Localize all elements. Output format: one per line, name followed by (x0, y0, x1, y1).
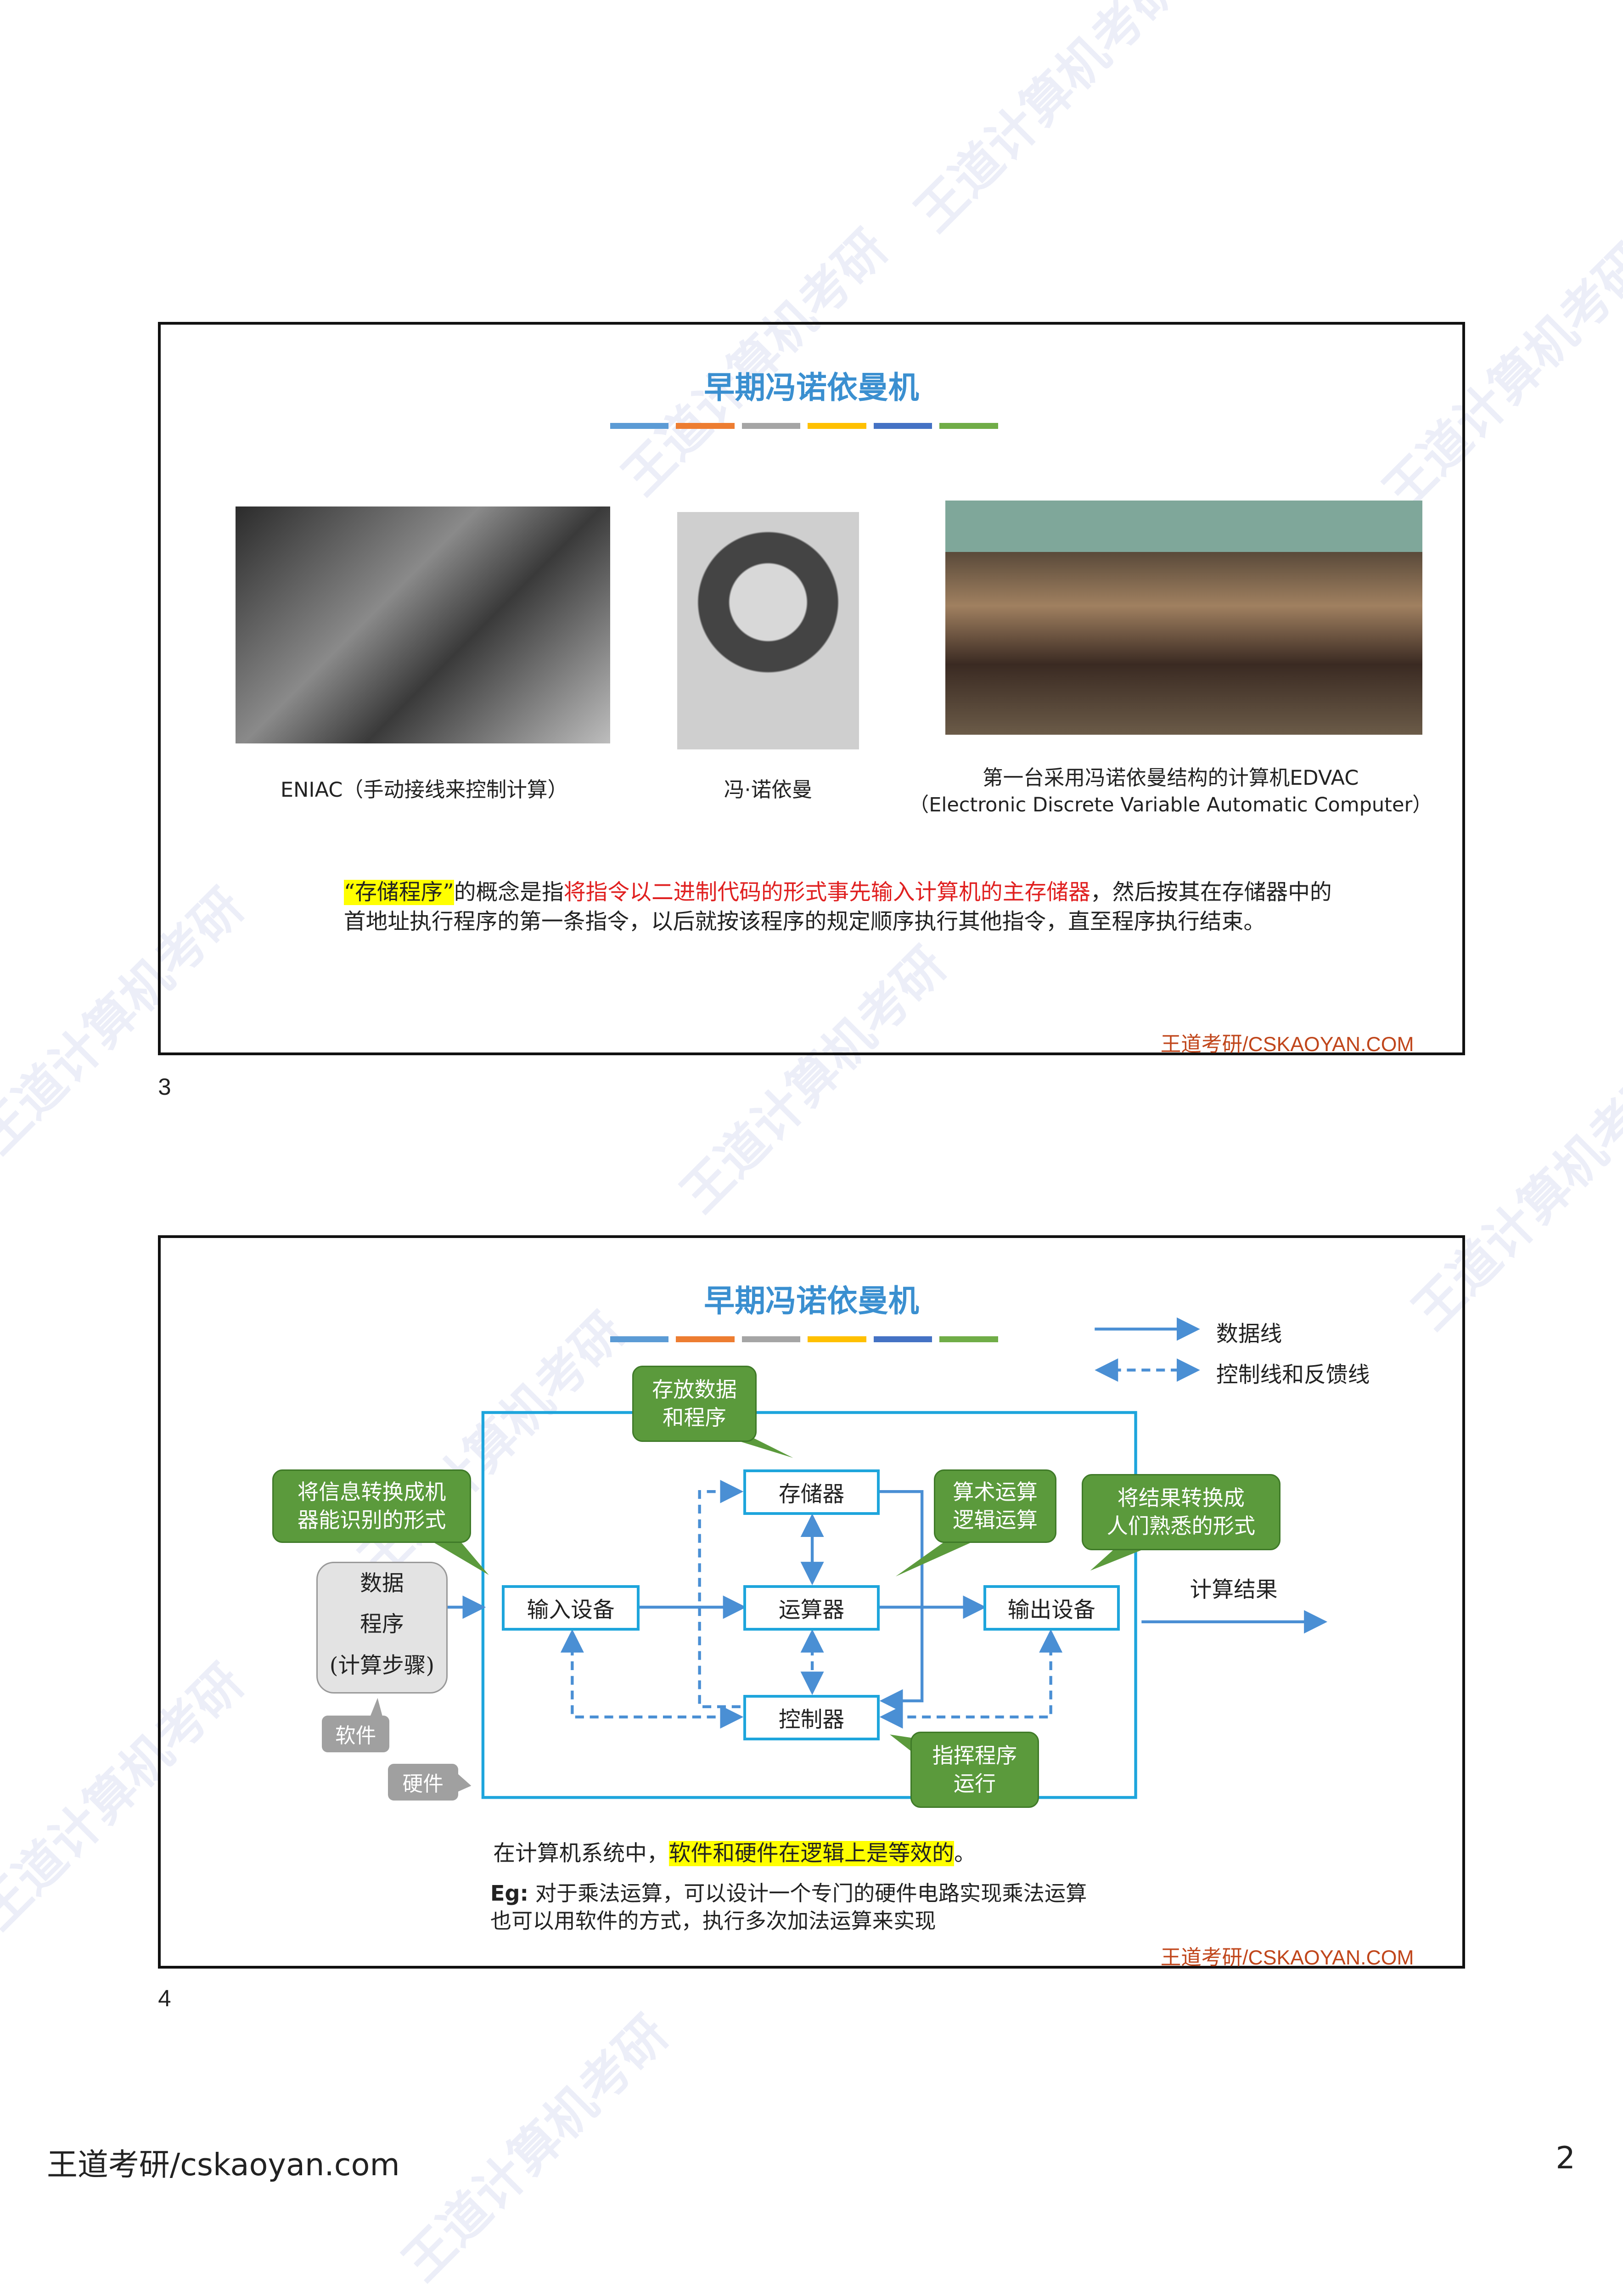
output-device-box: 输出设备 (983, 1585, 1120, 1631)
slide-title: 早期冯诺依曼机 (704, 370, 919, 406)
memory-box: 存储器 (743, 1469, 880, 1515)
eniac-photo (235, 506, 610, 743)
data-label: 数据 (360, 1571, 404, 1597)
hardware-label: 硬件 (387, 1764, 458, 1801)
memory-callout: 存放数据 和程序 (632, 1366, 757, 1442)
software-data-program-box: 数据 程序 (计算步骤) (316, 1562, 448, 1694)
paragraph-text: 的概念是指 (454, 880, 564, 906)
statement-text: 。 (954, 1841, 976, 1867)
statement-highlight: 软件和硬件在逻辑上是等效的 (668, 1841, 954, 1867)
program-label: 程序 (360, 1612, 404, 1638)
output-callout: 将结果转换成 人们熟悉的形式 (1081, 1474, 1281, 1550)
edvac-caption-line1: 第一台采用冯诺依曼结构的计算机EDVAC (982, 766, 1359, 790)
edvac-photo (945, 500, 1422, 735)
calc-steps-label: (计算步骤) (329, 1653, 435, 1678)
title-color-bars (610, 1336, 998, 1342)
legend-data-line-label: 数据线 (1216, 1321, 1282, 1347)
example-line: 对于乘法运算，可以设计一个专门的硬件电路实现乘法运算 (535, 1880, 1087, 1906)
footer-page-number: 2 (1556, 2140, 1575, 2176)
controller-box: 控制器 (743, 1695, 880, 1741)
result-label: 计算结果 (1190, 1577, 1278, 1603)
eniac-caption: ENIAC（手动接线来控制计算） (280, 777, 568, 802)
title-color-bars (610, 422, 998, 429)
von-neumann-caption: 冯·诺依曼 (724, 777, 813, 802)
watermark: 王道计算机考研 (392, 2004, 679, 2292)
input-callout: 将信息转换成机 器能识别的形式 (272, 1469, 472, 1543)
paragraph-text: ，然后按其在存储器中的首地址执行程序的第一条指令，以后就按该程序的规定顺序执行其… (343, 880, 1332, 934)
slide-number: 4 (158, 1985, 171, 2012)
example-line: 也可以用软件的方式，执行多次加法运算来实现 (490, 1908, 936, 1934)
slide-number: 3 (158, 1073, 171, 1100)
watermark: 王道计算机考研 (904, 0, 1191, 242)
footer-site: 王道考研/cskaoyan.com (47, 2147, 400, 2183)
von-neumann-photo (677, 512, 859, 749)
software-label: 软件 (322, 1715, 389, 1752)
statement-text: 在计算机系统中， (493, 1841, 669, 1867)
slide-3: 早期冯诺依曼机 ENIAC（手动接线来控制计算） 冯·诺依曼 第一台采用冯诺依曼… (158, 322, 1465, 1056)
example-text: Eg: 对于乘法运算，可以设计一个专门的硬件电路实现乘法运算 也可以用软件的方式… (490, 1880, 1087, 1935)
paragraph-red-text: 将指令以二进制代码的形式事先输入计算机的主存储器 (563, 880, 1090, 906)
brand: 王道考研/CSKAOYAN.COM (1160, 1947, 1414, 1970)
controller-callout: 指挥程序 运行 (910, 1731, 1039, 1808)
slide-4: 早期冯诺依曼机 王道考研/CSKAOYAN.COM (158, 1235, 1465, 1969)
input-device-box: 输入设备 (502, 1585, 640, 1631)
brand: 王道考研/CSKAOYAN.COM (1160, 1033, 1414, 1056)
slide-title: 早期冯诺依曼机 (704, 1283, 919, 1319)
legend-control-line-label: 控制线和反馈线 (1216, 1362, 1370, 1388)
edvac-caption-line2: （Electronic Discrete Variable Automatic … (909, 793, 1432, 816)
stored-program-paragraph: “存储程序”的概念是指将指令以二进制代码的形式事先输入计算机的主存储器，然后按其… (343, 878, 1353, 937)
alu-callout: 算术运算 逻辑运算 (933, 1469, 1057, 1543)
alu-box: 运算器 (743, 1585, 880, 1631)
equivalence-statement: 在计算机系统中，软件和硬件在逻辑上是等效的。 (493, 1835, 976, 1867)
stored-program-term: “存储程序” (343, 880, 454, 906)
example-label: Eg: (490, 1880, 528, 1906)
